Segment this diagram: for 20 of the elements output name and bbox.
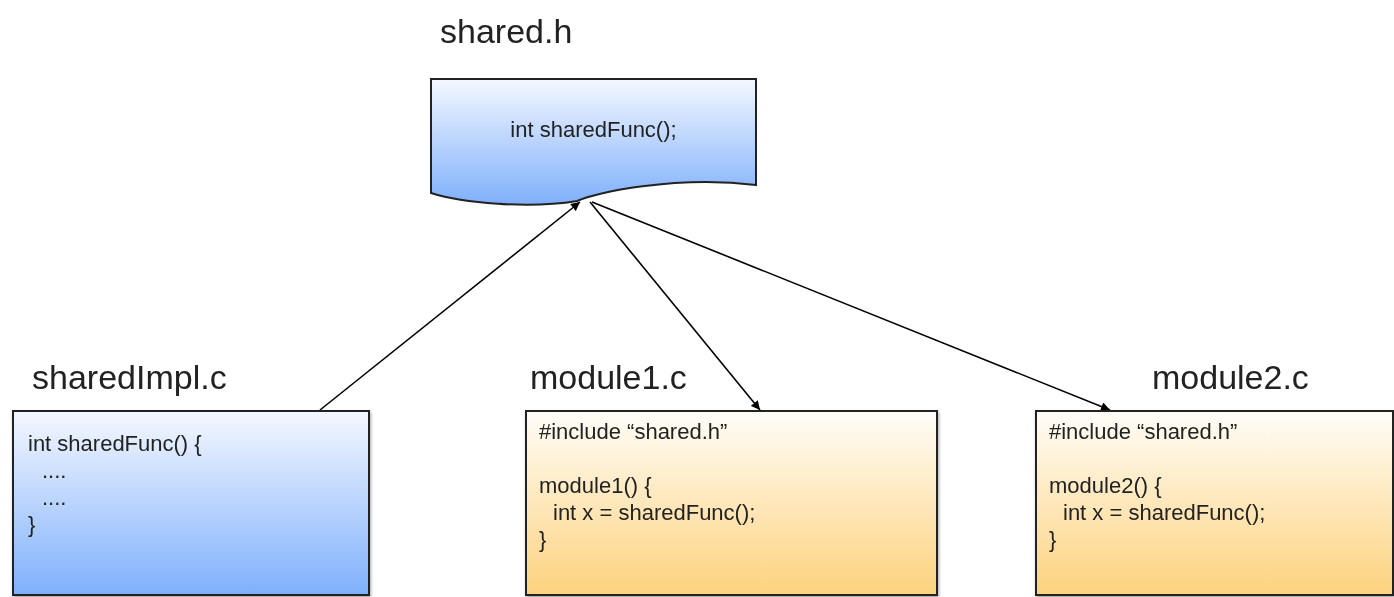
code-line: int x = sharedFunc(); bbox=[1062, 499, 1266, 526]
code-line: module1() { bbox=[539, 472, 652, 499]
code-line: #include “shared.h” bbox=[1049, 418, 1238, 445]
code-line: } bbox=[539, 526, 547, 553]
arrow bbox=[589, 201, 761, 411]
arrow bbox=[319, 201, 581, 411]
file-name-heading: sharedImpl.c bbox=[32, 358, 227, 397]
arrow bbox=[591, 201, 1111, 411]
code-line: } bbox=[1049, 526, 1057, 553]
code-line: #include “shared.h” bbox=[539, 418, 728, 445]
code-line: int sharedFunc(); bbox=[510, 116, 677, 143]
file-name-heading: module1.c bbox=[530, 358, 687, 397]
code-line: module2() { bbox=[1049, 472, 1162, 499]
code-line: .... bbox=[41, 484, 67, 511]
code-line: .... bbox=[41, 457, 67, 484]
code-line: } bbox=[28, 511, 36, 538]
file-name-heading: module2.c bbox=[1152, 358, 1309, 397]
code-line: int x = sharedFunc(); bbox=[552, 499, 756, 526]
code-line: int sharedFunc() { bbox=[28, 430, 202, 457]
file-name-heading: shared.h bbox=[440, 12, 573, 51]
